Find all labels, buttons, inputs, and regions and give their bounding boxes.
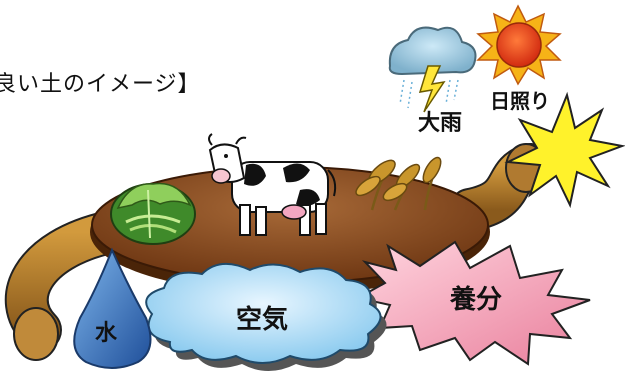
burst-icon bbox=[504, 91, 625, 209]
wheat-icon bbox=[355, 156, 442, 211]
sunshine-label: 日照り bbox=[490, 89, 550, 113]
soil-tube bbox=[4, 143, 552, 361]
cow-icon bbox=[208, 133, 337, 236]
water-droplet bbox=[73, 247, 152, 369]
page-title: 良い土のイメージ】 bbox=[0, 72, 201, 97]
cabbage-icon bbox=[110, 182, 196, 245]
sun-icon bbox=[476, 4, 562, 86]
water-label: 水 bbox=[95, 321, 118, 346]
nutrients-label: 養分 bbox=[449, 285, 502, 315]
heavy-rain-label: 大雨 bbox=[418, 111, 462, 136]
air-cloud bbox=[145, 263, 387, 371]
cloud-lightning-icon bbox=[388, 26, 477, 113]
air-label: 空気 bbox=[236, 304, 288, 335]
